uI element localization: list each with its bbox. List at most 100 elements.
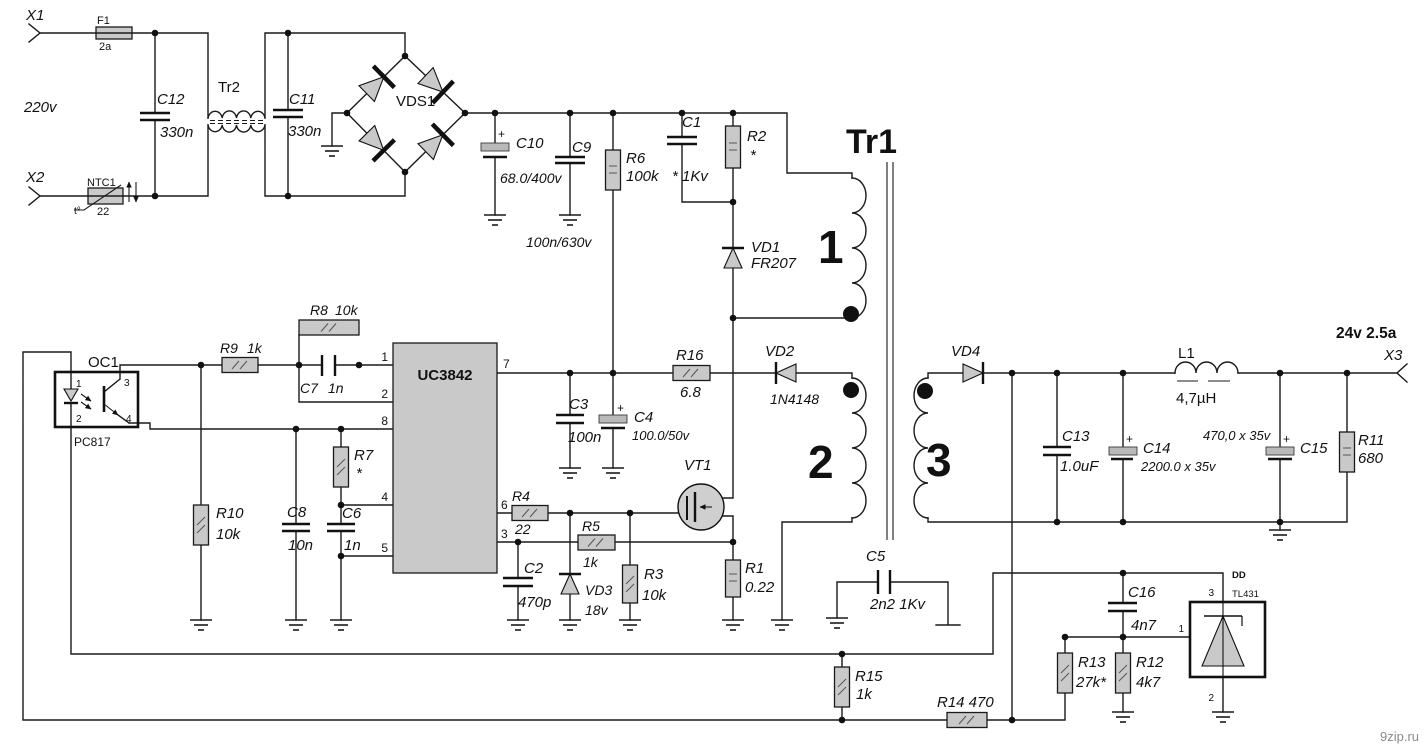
capacitor-c12-value: 330n: [160, 124, 193, 141]
ic-pin-3: 3: [501, 527, 508, 541]
capacitor-c13-value: 1.0uF: [1060, 458, 1099, 475]
winding-1-polarity-dot: [843, 306, 859, 322]
ic-pin-7: 7: [503, 357, 510, 371]
inductor-l1-value: 4,7µH: [1176, 390, 1216, 407]
opto-pin-3: 3: [124, 378, 130, 389]
resistor-r5: R5 1k: [577, 518, 616, 570]
resistor-r7-value: *: [356, 465, 363, 482]
capacitor-c16-ref: C16: [1128, 584, 1156, 601]
resistor-r9: R9 1k: [220, 340, 263, 374]
resistor-r16-value: 6.8: [680, 384, 702, 401]
fuse-f1-ref: F1: [97, 15, 110, 27]
winding-3-label: 3: [926, 434, 952, 486]
ground-symbol: [558, 467, 582, 479]
capacitor-c11-value: 330n: [288, 123, 321, 140]
capacitor-c11-ref: C11: [289, 91, 315, 108]
choke-tr2-ref: Tr2: [218, 79, 240, 96]
resistor-r9-value: 1k: [247, 340, 263, 356]
resistor-r10-value: 10k: [216, 526, 242, 543]
regulator-tl431: DD TL431 3 1 2: [1178, 570, 1267, 704]
regulator-dd-label: DD: [1232, 570, 1246, 581]
resistor-r15-ref: R15: [855, 668, 883, 685]
capacitor-c1-value: * 1Kv: [672, 168, 709, 185]
connector-x1-label: X1: [25, 7, 44, 24]
ic-uc3842-label: UC3842: [417, 367, 472, 384]
capacitor-c12: C12 330n: [140, 91, 193, 141]
resistor-r16: R16 6.8: [672, 347, 711, 401]
ic-pin-8: 8: [381, 414, 388, 428]
capacitor-c10: + C10 68.0/400v: [480, 127, 562, 186]
resistor-r8-ref: R8: [310, 302, 328, 318]
capacitor-c14-plus: +: [1126, 432, 1133, 446]
bridge-rectifier-vds1: VDS1: [356, 65, 453, 163]
diode-vd2-ref: VD2: [765, 343, 795, 360]
capacitor-c4-value: 100.0/50v: [632, 428, 691, 443]
capacitor-c1-ref: C1: [682, 114, 701, 131]
ground-symbol: [558, 214, 582, 226]
zener-vd3-value: 18v: [585, 602, 609, 618]
resistor-r4-value: 22: [514, 521, 531, 537]
capacitor-c4: + C4 100.0/50v: [598, 401, 691, 443]
inductor-coils: [207, 110, 1239, 519]
resistor-r9-ref: R9: [220, 340, 238, 356]
capacitor-c11: C11 330n: [273, 91, 321, 140]
resistor-r11-ref: R11: [1358, 432, 1384, 449]
ground-symbol: [1211, 711, 1235, 723]
fuse-f1: F1 2a: [95, 15, 133, 53]
connector-x3-label: X3: [1383, 347, 1403, 364]
ground-symbol: [618, 619, 642, 631]
transformer-core-tr1: [886, 162, 894, 540]
capacitor-c8-value: 10n: [288, 537, 313, 554]
resistor-r6-value: 100k: [626, 168, 660, 185]
capacitor-c5-value: 2n2 1Kv: [869, 596, 927, 613]
resistor-r5-value: 1k: [583, 554, 599, 570]
resistor-r5-ref: R5: [582, 518, 600, 534]
opto-pin-4: 4: [126, 414, 132, 425]
ic-pin-1: 1: [381, 350, 388, 364]
diode-vd1: VD1 FR207: [720, 239, 797, 272]
diode-vd2-value: 1N4148: [770, 391, 819, 407]
ground-symbol: [770, 619, 794, 631]
resistor-r8: R8 10k: [298, 302, 360, 336]
watermark: 9zip.ru: [1380, 729, 1419, 744]
output-rating-label: 24v 2.5a: [1336, 325, 1397, 342]
mosfet-vt1-ref: VT1: [684, 457, 712, 474]
capacitor-c14-value: 2200.0 x 35v: [1140, 459, 1217, 474]
capacitor-c10-plus: +: [498, 127, 505, 141]
resistor-r12: R12 4k7: [1114, 652, 1164, 694]
zener-vd3: VD3 18v: [557, 572, 612, 618]
capacitor-c15-value: 470,0 x 35v: [1203, 428, 1272, 443]
resistor-r13-value: 27k*: [1075, 674, 1107, 691]
capacitor-c1: C1 * 1Kv: [667, 114, 709, 185]
diode-vd4-ref: VD4: [951, 343, 980, 360]
resistor-r6: R6 100k: [604, 149, 660, 191]
capacitor-c14: + C14 2200.0 x 35v: [1108, 432, 1217, 474]
capacitor-c16-value: 4n7: [1131, 617, 1157, 634]
optocoupler-oc1-ref: OC1: [88, 354, 119, 371]
capacitor-c5-ref: C5: [866, 548, 886, 565]
resistor-r14-label: R14 470: [937, 694, 994, 711]
capacitor-c4-ref: C4: [634, 409, 653, 426]
ground-symbol: [284, 619, 308, 631]
choke-core-tr2: [210, 120, 263, 124]
ground-symbol: [1111, 711, 1135, 723]
resistor-r15-value: 1k: [856, 686, 873, 703]
resistor-r13-ref: R13: [1078, 654, 1106, 671]
resistor-r3: R3 10k: [621, 564, 668, 604]
diode-vd1-ref: VD1: [751, 239, 780, 256]
ic-pin-5: 5: [381, 541, 388, 555]
connector-x2-label: X2: [25, 169, 45, 186]
ground-symbol: [483, 214, 507, 226]
capacitor-c2: C2 470p: [503, 560, 551, 611]
resistor-r14: R14 470: [937, 694, 994, 729]
resistor-r4-ref: R4: [512, 488, 530, 504]
thermistor-ntc1: NTC1 22 t°: [74, 177, 139, 218]
ground-symbol: [558, 619, 582, 631]
winding-1-label: 1: [818, 221, 844, 273]
transformer-tr1-ref: Tr1: [846, 123, 897, 161]
ground-symbol: [320, 145, 344, 157]
capacitor-c7: C7 1n: [300, 355, 344, 396]
resistor-r13: R13 27k*: [1056, 652, 1107, 694]
mosfet-vt1: VT1: [677, 457, 725, 531]
